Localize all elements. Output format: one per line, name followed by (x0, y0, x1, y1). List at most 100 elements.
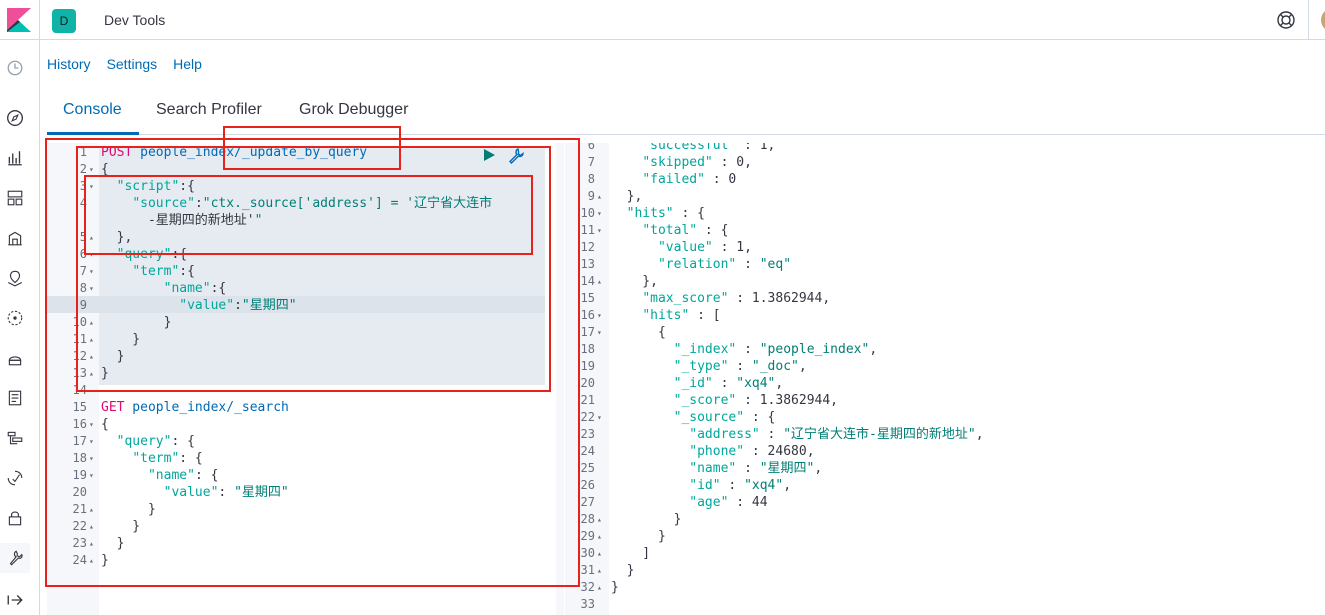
clock-icon[interactable] (5, 58, 25, 78)
compass-icon[interactable] (5, 108, 25, 128)
uptime-icon[interactable] (5, 468, 25, 488)
fold-toggle-icon[interactable]: ▴ (89, 352, 94, 361)
output-line: 13 "relation" : "eq" (565, 256, 1325, 273)
visualize-icon[interactable] (5, 148, 25, 168)
play-icon[interactable] (481, 147, 497, 163)
line-number: 22 (72, 519, 87, 533)
tab-search-profiler[interactable]: Search Profiler (156, 101, 262, 118)
fold-toggle-icon[interactable]: ▾ (89, 471, 94, 480)
output-line: 19 "_type" : "_doc", (565, 358, 1325, 375)
fold-toggle-icon[interactable]: ▴ (89, 556, 94, 565)
code-text: "hits" : [ (642, 308, 721, 323)
line-number: 7 (587, 155, 595, 169)
settings-link[interactable]: Settings (106, 56, 158, 72)
active-line-highlight (47, 296, 545, 313)
fold-toggle-icon[interactable]: ▴ (597, 277, 602, 286)
maps-icon[interactable] (5, 268, 25, 288)
output-line: 25 "name" : "星期四", (565, 460, 1325, 477)
fold-toggle-icon[interactable]: ▾ (89, 267, 94, 276)
fold-toggle-icon[interactable]: ▴ (89, 539, 94, 548)
help-link[interactable]: Help (173, 56, 202, 72)
code-text: "term": { (132, 451, 203, 466)
tab-console[interactable]: Console (63, 101, 122, 118)
pane-resizer[interactable] (556, 143, 564, 615)
line-number: 2 (79, 162, 87, 176)
fold-toggle-icon[interactable]: ▴ (89, 522, 94, 531)
code-text: "name": { (147, 468, 219, 483)
fold-toggle-icon[interactable]: ▾ (89, 420, 94, 429)
fold-toggle-icon[interactable]: ▾ (89, 454, 94, 463)
output-line: 32▴} (565, 579, 1325, 596)
line-number: 27 (580, 495, 595, 509)
fold-toggle-icon[interactable]: ▴ (597, 583, 602, 592)
editor-gutter (47, 143, 99, 615)
editor-line: 3▾ "script":{ (47, 178, 545, 195)
response-output: 6 "successful" : 1,7 "skipped" : 0,8 "fa… (565, 143, 1325, 615)
editor-line: 22▴ } (47, 518, 545, 535)
dashboard-icon[interactable] (5, 188, 25, 208)
fold-toggle-icon[interactable]: ▾ (89, 182, 94, 191)
output-line: 29▴ } (565, 528, 1325, 545)
output-line: 9▴ }, (565, 188, 1325, 205)
code-text: } (611, 512, 682, 527)
code-text: "value": "星期四" (163, 485, 289, 500)
siem-icon[interactable] (5, 508, 25, 528)
fold-toggle-icon[interactable]: ▾ (597, 311, 602, 320)
code-text: "_source" : { (673, 410, 776, 425)
fold-toggle-icon[interactable]: ▴ (597, 515, 602, 524)
fold-toggle-icon[interactable]: ▴ (89, 318, 94, 327)
logs-icon[interactable] (5, 388, 25, 408)
collapse-icon[interactable] (5, 590, 25, 610)
line-number: 18 (72, 451, 87, 465)
annotation-box-request (76, 146, 551, 392)
fold-toggle-icon[interactable]: ▾ (89, 284, 94, 293)
code-text: { (611, 325, 666, 340)
code-text: "skipped" : 0, (642, 155, 752, 170)
line-number: 24 (580, 444, 595, 458)
output-line: 15 "max_score" : 1.3862944, (565, 290, 1325, 307)
line-number: 7 (79, 264, 87, 278)
help-lifebuoy-icon[interactable] (1276, 10, 1296, 30)
editor-line: 20 "value": "星期四" (47, 484, 545, 501)
fold-toggle-icon[interactable]: ▾ (597, 413, 602, 422)
output-line: 22▾ "_source" : { (565, 409, 1325, 426)
fold-toggle-icon[interactable]: ▴ (89, 505, 94, 514)
line-number: 19 (580, 359, 595, 373)
user-avatar[interactable] (1321, 8, 1325, 32)
fold-toggle-icon[interactable]: ▾ (597, 328, 602, 337)
fold-toggle-icon[interactable]: ▴ (597, 549, 602, 558)
line-number: 26 (580, 478, 595, 492)
output-line: 31▴ } (565, 562, 1325, 579)
canvas-icon[interactable] (5, 228, 25, 248)
apm-icon[interactable] (5, 428, 25, 448)
line-number: 31 (580, 563, 595, 577)
line-number: 21 (72, 502, 87, 516)
devtools-icon[interactable] (0, 543, 30, 573)
editor-line: 19▾ "name": { (47, 467, 545, 484)
history-link[interactable]: History (47, 56, 91, 72)
fold-toggle-icon[interactable]: ▴ (89, 233, 94, 242)
fold-toggle-icon[interactable]: ▾ (597, 226, 602, 235)
infra-icon[interactable] (5, 348, 25, 368)
fold-toggle-icon[interactable]: ▾ (597, 209, 602, 218)
output-line: 23 "address" : "辽宁省大连市-星期四的新地址", (565, 426, 1325, 443)
code-text: "_type" : "_doc", (673, 359, 807, 374)
fold-toggle-icon[interactable]: ▴ (597, 532, 602, 541)
output-line: 10▾ "hits" : { (565, 205, 1325, 222)
code-text: }, (611, 189, 643, 204)
fold-toggle-icon[interactable]: ▾ (89, 437, 94, 446)
ml-icon[interactable] (5, 308, 25, 328)
fold-toggle-icon[interactable]: ▴ (89, 369, 94, 378)
kibana-logo[interactable] (0, 0, 40, 40)
code-text: "script":{ (116, 179, 195, 194)
wrench-icon[interactable] (507, 147, 525, 165)
line-number: 14 (580, 274, 595, 288)
fold-toggle-icon[interactable]: ▾ (89, 165, 94, 174)
space-avatar[interactable]: D (52, 9, 76, 33)
fold-toggle-icon[interactable]: ▴ (89, 335, 94, 344)
fold-toggle-icon[interactable]: ▴ (597, 566, 602, 575)
code-text: } (101, 332, 141, 347)
fold-toggle-icon[interactable]: ▴ (597, 192, 602, 201)
tab-grok-debugger[interactable]: Grok Debugger (299, 101, 409, 118)
